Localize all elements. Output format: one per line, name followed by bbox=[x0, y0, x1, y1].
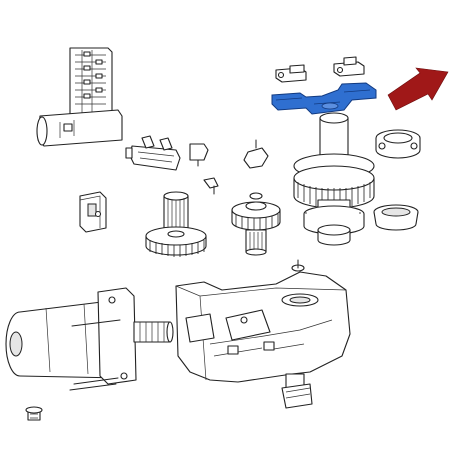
electric-motor bbox=[5, 287, 174, 391]
gearbox-housing bbox=[175, 259, 351, 409]
small-connector-clips bbox=[125, 135, 269, 195]
upper-small-brackets bbox=[275, 56, 365, 83]
screw-small bbox=[25, 406, 43, 421]
limit-switch-board bbox=[36, 47, 123, 147]
intermediate-gear-left bbox=[145, 191, 207, 257]
highlighted-limit-cam bbox=[271, 82, 377, 115]
bearing-bushing bbox=[373, 204, 419, 231]
output-shaft-gear bbox=[293, 112, 375, 246]
small-terminal-block bbox=[79, 191, 107, 233]
intermediate-gear-right bbox=[231, 192, 281, 256]
clamp-ring bbox=[375, 129, 421, 159]
red-pointer-arrow bbox=[387, 67, 449, 111]
